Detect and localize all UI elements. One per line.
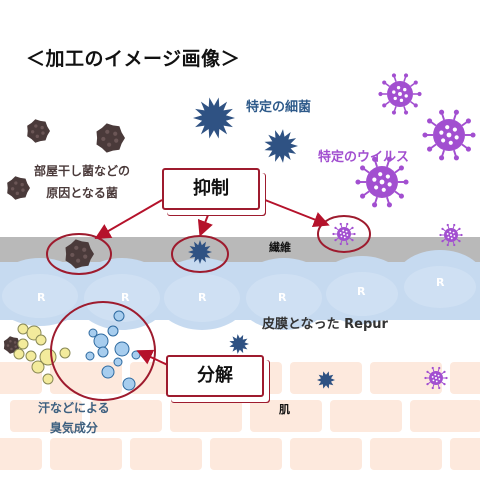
skin-cell [370, 362, 442, 394]
film-marker-5: R [357, 285, 366, 298]
odor-particle-blue [85, 351, 95, 361]
virus-highlight-ellipse [317, 215, 371, 253]
film-highlight [84, 274, 160, 322]
suppress-arrows [94, 197, 330, 240]
repur-film [0, 250, 480, 330]
film-marker-6: R [436, 276, 445, 289]
suppress-callout-text: 抑制 [193, 178, 229, 199]
mold-label: 部屋干し菌などの 原因となる菌 [34, 160, 130, 204]
skin-cell [50, 438, 122, 470]
film-band [0, 262, 480, 320]
odor-particle-yellow [25, 350, 37, 362]
odor-highlight-ellipse [50, 301, 156, 401]
fiber-label: 繊維 [269, 241, 291, 254]
sweat-label-line2: 臭気成分 [49, 421, 98, 435]
mold-highlight-ellipse [46, 233, 112, 275]
mold-spore [7, 176, 30, 200]
decompose-callout-text: 分解 [197, 365, 233, 386]
odor-particle-blue [97, 346, 109, 358]
virus [439, 223, 463, 247]
film-label: 皮膜となった Repur [262, 317, 388, 332]
bacterium [317, 371, 335, 389]
film-highlight [246, 274, 322, 322]
page-title: ＜加工のイメージ画像＞ [26, 48, 241, 70]
skin-cell [410, 400, 480, 432]
decompose-callout: 分解 [166, 355, 264, 397]
skin-cell [0, 438, 42, 470]
bacterium [264, 129, 298, 163]
virus [355, 156, 409, 208]
odor-particle-yellow [13, 348, 25, 360]
odor-particle-blue [113, 357, 123, 367]
film-marker-4: R [278, 291, 287, 304]
odor-particles [13, 310, 141, 391]
film-highlight [164, 274, 240, 322]
skin-cell [450, 362, 480, 394]
virus-label: 特定のウイルス [318, 150, 410, 165]
mold-label-line1: 部屋干し菌などの [34, 164, 131, 178]
sweat-label-line1: 汗などによる [38, 401, 110, 415]
film-marker-2: R [121, 291, 130, 304]
bacteria-label: 特定の細菌 [246, 100, 312, 115]
skin-cell [10, 400, 82, 432]
skin-label: 肌 [279, 403, 290, 416]
skin-cell [290, 438, 362, 470]
film-highlight [404, 266, 476, 308]
film-marker-1: R [37, 291, 46, 304]
skin-cell [0, 362, 42, 394]
odor-particle-yellow [35, 334, 47, 346]
skin-cell [210, 438, 282, 470]
odor-particle-blue [131, 350, 141, 360]
bacteria-group [188, 97, 335, 389]
bacterium [193, 97, 235, 139]
odor-particle-blue [113, 310, 125, 322]
film-marker-3: R [198, 291, 207, 304]
sweat-label: 汗などによる 臭気成分 [38, 398, 110, 438]
mold-label-line2: 原因となる菌 [46, 186, 118, 200]
skin-cell [330, 400, 402, 432]
skin-cell [450, 438, 480, 470]
film-highlight [2, 274, 78, 318]
virus-group [332, 73, 476, 390]
odor-particle-yellow [31, 360, 45, 374]
odor-particle-yellow [59, 347, 71, 359]
odor-particle-yellow [17, 323, 29, 335]
odor-particle-blue [88, 328, 98, 338]
odor-particle-blue [114, 341, 130, 357]
odor-particle-blue [107, 325, 119, 337]
mold-spore [96, 123, 125, 153]
skin-cell [130, 438, 202, 470]
skin-cell [170, 400, 242, 432]
mold-spore [27, 119, 50, 143]
virus [422, 109, 476, 161]
odor-particle-blue [101, 365, 115, 379]
odor-particle-blue [122, 377, 136, 391]
bacterium [188, 240, 212, 264]
bacterium [229, 334, 249, 354]
odor-particle-yellow [17, 338, 29, 350]
odor-particle-yellow [42, 373, 54, 385]
virus [378, 73, 422, 115]
skin-cell [370, 438, 442, 470]
skin-cell [90, 400, 162, 432]
suppress-callout: 抑制 [162, 168, 260, 210]
virus [332, 222, 356, 246]
film-highlight [326, 272, 398, 316]
mold-spore [65, 239, 94, 269]
mold-spores [3, 119, 125, 354]
virus [424, 366, 448, 390]
skin-cell [250, 400, 322, 432]
